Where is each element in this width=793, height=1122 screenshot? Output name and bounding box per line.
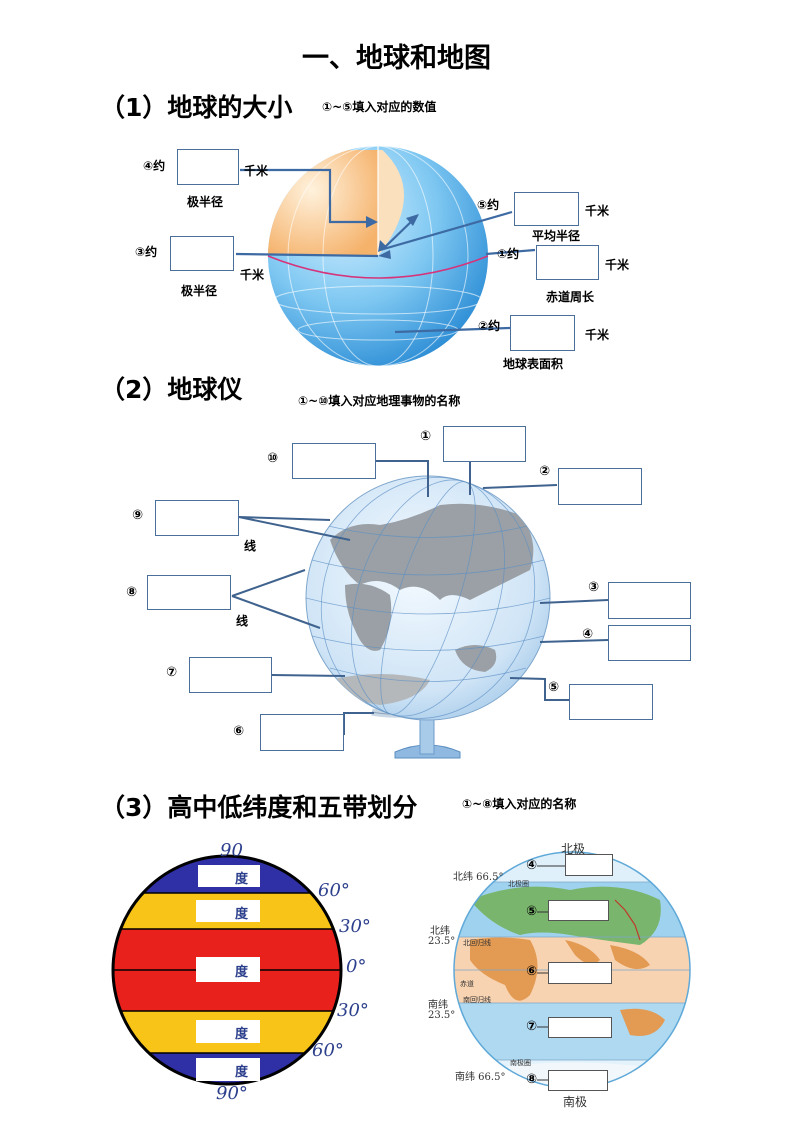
high-lat-box-south[interactable]: 度	[196, 1058, 260, 1081]
s2-label-3: ③	[588, 580, 600, 595]
du-label: 度	[235, 965, 249, 980]
deg-60-south: 60°	[312, 1040, 344, 1061]
s3-label-5: ⑤	[526, 904, 538, 919]
s2-label-10: ⑩	[267, 451, 279, 466]
s3-answer-box-4[interactable]	[565, 854, 613, 876]
s2-label-1: ①	[420, 429, 432, 444]
s1-caption-4: 极半径	[187, 195, 224, 209]
map-n235-a: 北纬	[430, 926, 450, 937]
s3-label-4: ④	[526, 858, 538, 873]
s1-caption-2: 地球表面积	[503, 357, 564, 371]
deg-0: 0°	[346, 956, 367, 977]
map-equator: 赤道	[460, 980, 474, 988]
deg-60-north: 60°	[318, 880, 350, 901]
s2-answer-box-7[interactable]	[189, 657, 272, 693]
s1-unit-5: 千米	[585, 204, 610, 218]
deg-90-north: 90	[220, 840, 243, 861]
mid-lat-box-north[interactable]: 度	[196, 900, 260, 922]
s3-answer-box-6[interactable]	[548, 962, 612, 984]
map-south-pole: 南极	[563, 1095, 588, 1109]
s1-answer-box-3[interactable]	[170, 236, 234, 271]
low-lat-box[interactable]: 度	[196, 957, 260, 982]
map-north-pole: 北极	[561, 842, 586, 856]
s1-answer-box-4[interactable]	[177, 149, 239, 185]
section3-hint: ①~⑧填入对应的名称	[462, 797, 577, 811]
deg-30-south: 30°	[337, 1000, 369, 1021]
s2-answer-box-10[interactable]	[292, 443, 376, 479]
map-antarctic-circle: 南极圈	[510, 1059, 531, 1067]
high-lat-box-north[interactable]: 度	[198, 865, 260, 887]
s1-unit-1: 千米	[605, 258, 630, 272]
s2-answer-box-6[interactable]	[260, 714, 344, 751]
s3-answer-box-7[interactable]	[548, 1017, 612, 1038]
s2-label-8: ⑧	[126, 585, 138, 600]
s1-caption-1: 赤道周长	[546, 290, 595, 304]
s2-label-6: ⑥	[233, 724, 245, 739]
s2-label-7: ⑦	[166, 665, 178, 680]
map-arctic-circle: 北极圈	[508, 880, 529, 888]
s1-prefix-4: ④约	[143, 159, 166, 173]
section3-heading: （3）高中低纬度和五带划分	[100, 793, 418, 822]
s2-label-4: ④	[582, 627, 594, 642]
map-s235-b: 23.5°	[428, 1010, 456, 1021]
section2-heading: （2）地球仪	[100, 375, 243, 404]
mid-lat-box-south[interactable]: 度	[196, 1020, 260, 1043]
s1-prefix-1: ①约	[497, 247, 520, 261]
s3-answer-box-8[interactable]	[548, 1070, 608, 1091]
map-n235-b: 23.5°	[428, 936, 456, 947]
s1-prefix-5: ⑤约	[477, 198, 500, 212]
map-tropic-cancer: 北回归线	[463, 939, 491, 947]
s2-label-9: ⑨	[132, 508, 144, 523]
s2-label-5: ⑤	[548, 680, 560, 695]
du-label: 度	[235, 1027, 249, 1042]
s1-prefix-2: ②约	[478, 319, 501, 333]
s3-label-7: ⑦	[526, 1019, 538, 1034]
s2-answer-box-9[interactable]	[155, 500, 239, 536]
s3-label-8: ⑧	[526, 1072, 538, 1087]
s2-answer-box-8[interactable]	[147, 575, 231, 610]
s1-answer-box-2[interactable]	[510, 315, 575, 351]
map-s66: 南纬 66.5°	[455, 1072, 506, 1083]
s1-prefix-3: ③约	[135, 245, 158, 259]
map-n66: 北纬 66.5°	[453, 872, 504, 883]
s3-answer-box-5[interactable]	[548, 900, 609, 921]
s2-line-word-8: 线	[236, 614, 249, 628]
deg-90-south: 90°	[216, 1083, 248, 1104]
s2-answer-box-1[interactable]	[443, 426, 526, 462]
s2-line-word-9: 线	[244, 539, 257, 553]
section1-heading: （1）地球的大小	[100, 93, 293, 122]
s2-answer-box-3[interactable]	[608, 582, 691, 619]
s1-unit-3: 千米	[240, 268, 265, 282]
section1-hint: ①~⑤填入对应的数值	[322, 100, 437, 114]
s1-unit-4: 千米	[244, 164, 269, 178]
map-s235-a: 南纬	[428, 1000, 448, 1011]
s2-answer-box-5[interactable]	[569, 684, 653, 720]
du-label: 度	[235, 872, 249, 887]
s1-caption-5: 平均半径	[532, 229, 581, 243]
du-label: 度	[235, 1065, 249, 1080]
s2-label-2: ②	[539, 464, 551, 479]
s1-answer-box-1[interactable]	[536, 245, 599, 280]
s3-label-6: ⑥	[526, 964, 538, 979]
page-title: 一、地球和地图	[302, 43, 491, 74]
du-label: 度	[235, 907, 249, 922]
s1-caption-3: 极半径	[181, 284, 218, 298]
s1-answer-box-5[interactable]	[514, 192, 579, 226]
s2-answer-box-2[interactable]	[558, 468, 642, 505]
section2-hint: ①~⑩填入对应地理事物的名称	[298, 394, 461, 408]
map-tropic-capricorn: 南回归线	[463, 996, 491, 1004]
s2-answer-box-4[interactable]	[608, 625, 691, 661]
deg-30-north: 30°	[339, 916, 371, 937]
s1-unit-2: 千米	[585, 328, 610, 342]
